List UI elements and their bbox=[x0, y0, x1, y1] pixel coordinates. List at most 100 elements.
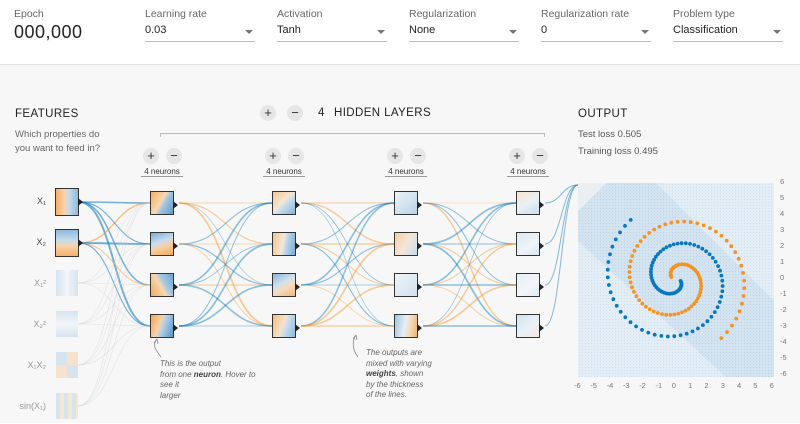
neuron-l2-n2[interactable] bbox=[272, 232, 300, 256]
neuron-l4-n2[interactable] bbox=[516, 232, 544, 256]
feature-x2-toggle[interactable] bbox=[55, 229, 83, 257]
neuron-l4-n3[interactable] bbox=[516, 273, 544, 297]
weight-link[interactable] bbox=[422, 202, 517, 286]
weight-link[interactable] bbox=[544, 184, 579, 204]
neuron-l3-n1[interactable] bbox=[394, 191, 422, 215]
weight-link[interactable] bbox=[300, 284, 395, 327]
layer1-add-neuron-button[interactable]: + bbox=[143, 148, 159, 164]
weight-link[interactable] bbox=[422, 202, 517, 286]
neuron-l2-n1[interactable] bbox=[272, 191, 300, 215]
problem-type-label: Problem type bbox=[673, 8, 735, 20]
weight-link[interactable] bbox=[300, 202, 395, 286]
weight-link[interactable] bbox=[77, 202, 151, 325]
layer2-neurons-label: 4 neurons bbox=[263, 167, 305, 177]
weight-link[interactable] bbox=[178, 202, 273, 327]
output-heatmap-plot[interactable] bbox=[576, 181, 776, 379]
weight-link[interactable] bbox=[422, 202, 517, 327]
weight-link[interactable] bbox=[544, 184, 579, 245]
neuron-l1-n4[interactable] bbox=[150, 314, 178, 338]
neuron-l4-n4[interactable] bbox=[516, 314, 544, 338]
neuron-l2-n3[interactable] bbox=[272, 273, 300, 297]
weight-link[interactable] bbox=[300, 202, 395, 327]
weight-link[interactable] bbox=[300, 243, 395, 327]
neuron-l4-n1[interactable] bbox=[516, 191, 544, 215]
feature-x1-squared-toggle[interactable] bbox=[56, 270, 78, 296]
neuron-note-line2a: from one bbox=[160, 369, 194, 379]
weight-link[interactable] bbox=[178, 243, 273, 286]
weight-link[interactable] bbox=[300, 284, 395, 327]
weight-link[interactable] bbox=[178, 202, 273, 245]
reg-rate-select[interactable]: 0 bbox=[541, 20, 651, 42]
chevron-down-icon bbox=[773, 30, 781, 34]
x-tick-label: -1 bbox=[655, 381, 663, 390]
neuron-l2-n4[interactable] bbox=[272, 314, 300, 338]
weight-link[interactable] bbox=[544, 184, 579, 286]
layer3-add-neuron-button[interactable]: + bbox=[387, 148, 403, 164]
weight-link[interactable] bbox=[77, 202, 151, 407]
weight-link[interactable] bbox=[300, 243, 395, 286]
weight-link[interactable] bbox=[422, 202, 517, 245]
weight-link[interactable] bbox=[422, 284, 517, 327]
weight-link[interactable] bbox=[78, 242, 151, 245]
top-controls-bar: Epoch 000,000 Learning rate 0.03 Activat… bbox=[0, 0, 800, 64]
weight-link[interactable] bbox=[544, 184, 579, 327]
weight-link[interactable] bbox=[78, 202, 151, 244]
weight-link[interactable] bbox=[78, 201, 151, 204]
neuron-l3-n3[interactable] bbox=[394, 273, 422, 297]
feature-x1-toggle[interactable] bbox=[55, 188, 83, 216]
weight-link[interactable] bbox=[77, 325, 151, 407]
add-layer-button[interactable]: + bbox=[260, 105, 276, 121]
weight-link[interactable] bbox=[300, 202, 395, 286]
neuron-l3-n4[interactable] bbox=[394, 314, 422, 338]
weight-link[interactable] bbox=[178, 243, 273, 286]
learning-rate-select[interactable]: 0.03 bbox=[145, 20, 255, 42]
layer1-remove-neuron-button[interactable]: − bbox=[166, 148, 182, 164]
weight-link[interactable] bbox=[178, 284, 273, 327]
weight-link[interactable] bbox=[178, 202, 273, 286]
weight-link[interactable] bbox=[77, 202, 151, 284]
weight-link[interactable] bbox=[78, 242, 151, 286]
weight-link[interactable] bbox=[300, 202, 395, 245]
weight-link[interactable] bbox=[78, 242, 151, 327]
weight-link[interactable] bbox=[422, 202, 517, 245]
neuron-l1-n2[interactable] bbox=[150, 232, 178, 256]
weight-link[interactable] bbox=[300, 202, 395, 245]
weight-link[interactable] bbox=[300, 202, 395, 327]
weight-link[interactable] bbox=[178, 202, 273, 286]
data-point bbox=[709, 314, 714, 319]
weight-link[interactable] bbox=[300, 243, 395, 286]
layer4-remove-neuron-button[interactable]: − bbox=[532, 148, 548, 164]
layer3-remove-neuron-button[interactable]: − bbox=[410, 148, 426, 164]
regularization-select[interactable]: None bbox=[409, 20, 519, 42]
weight-link[interactable] bbox=[77, 202, 151, 366]
weight-link[interactable] bbox=[77, 284, 151, 407]
weight-link[interactable] bbox=[422, 243, 517, 286]
weight-link[interactable] bbox=[178, 243, 273, 327]
weight-link[interactable] bbox=[422, 202, 517, 327]
remove-layer-button[interactable]: − bbox=[287, 105, 303, 121]
weight-link[interactable] bbox=[300, 243, 395, 327]
neuron-l1-n1[interactable] bbox=[150, 191, 178, 215]
weight-link[interactable] bbox=[178, 202, 273, 245]
y-tick-label: 2 bbox=[780, 241, 785, 250]
weight-link[interactable] bbox=[422, 243, 517, 286]
weight-link[interactable] bbox=[77, 243, 151, 407]
weight-link[interactable] bbox=[178, 202, 273, 327]
weight-link[interactable] bbox=[178, 243, 273, 327]
neuron-l3-n2[interactable] bbox=[394, 232, 422, 256]
weight-link[interactable] bbox=[422, 284, 517, 327]
weight-link[interactable] bbox=[422, 243, 517, 327]
layer2-remove-neuron-button[interactable]: − bbox=[288, 148, 304, 164]
neuron-l1-n3[interactable] bbox=[150, 273, 178, 297]
layer2-add-neuron-button[interactable]: + bbox=[265, 148, 281, 164]
x-tick-label: 1 bbox=[688, 381, 693, 390]
feature-x2-squared-toggle[interactable] bbox=[56, 311, 78, 337]
feature-sin-x1-toggle[interactable] bbox=[56, 393, 78, 419]
activation-select[interactable]: Tanh bbox=[277, 20, 387, 42]
weight-link[interactable] bbox=[422, 243, 517, 327]
problem-type-select[interactable]: Classification bbox=[673, 20, 783, 42]
weight-link[interactable] bbox=[178, 284, 273, 327]
feature-x1x2-toggle[interactable] bbox=[56, 352, 78, 378]
data-point bbox=[698, 290, 703, 295]
layer4-add-neuron-button[interactable]: + bbox=[509, 148, 525, 164]
